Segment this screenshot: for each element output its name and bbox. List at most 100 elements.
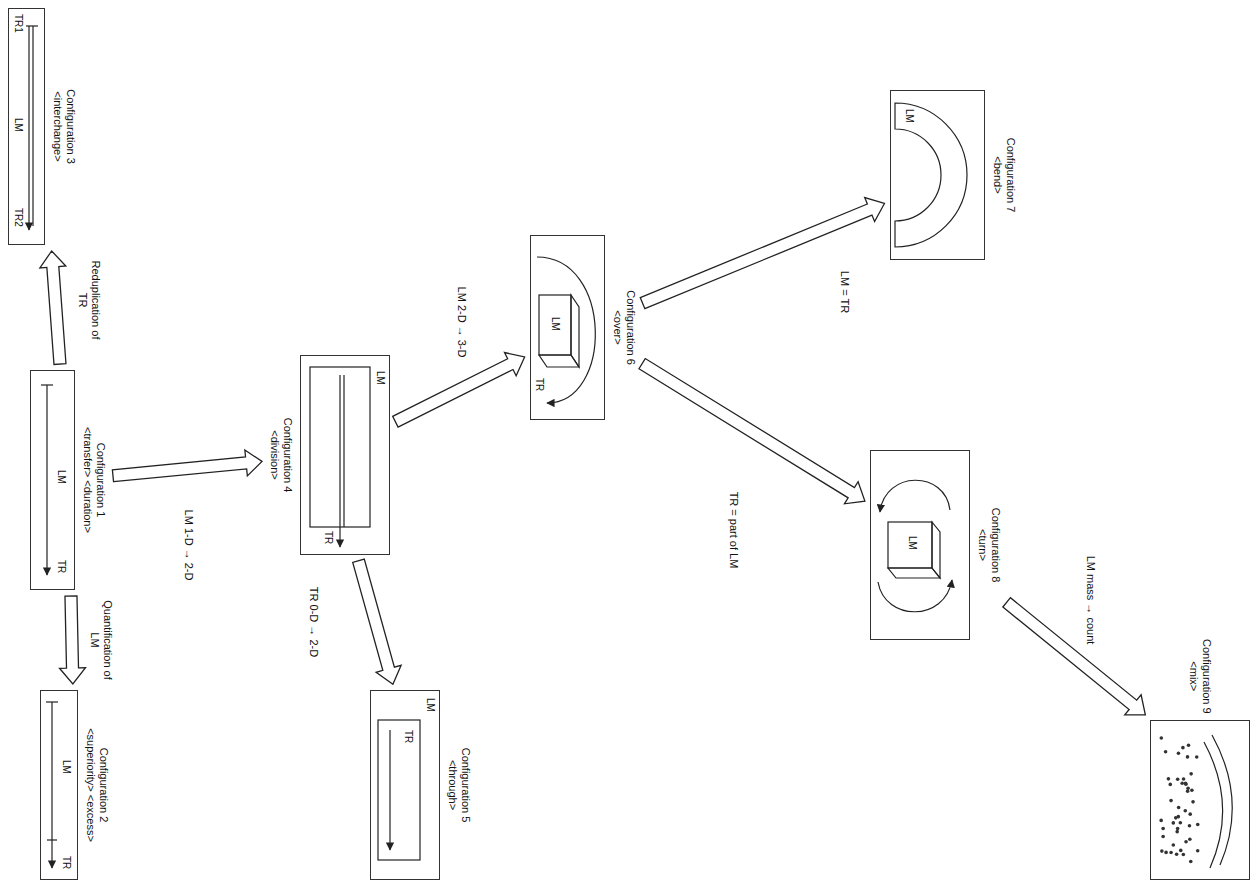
configuration-tag: <turn>	[976, 508, 989, 583]
figure-stroke	[1188, 837, 1192, 841]
configuration-caption: Configuration 1<transfer> <duration>	[81, 427, 107, 533]
derivation-arrow	[112, 450, 262, 482]
figure-stroke	[1176, 777, 1180, 781]
figure-stroke	[1196, 823, 1200, 827]
configuration-tag: <superiority> <excess>	[84, 728, 97, 842]
configuration-node: Configuration 9<mix>	[1150, 639, 1250, 880]
derivation-arrow	[40, 251, 66, 364]
arrow-label: Quantification of LM	[87, 589, 115, 691]
figure-stroke	[1177, 751, 1181, 755]
division-figure	[310, 367, 370, 547]
figure-stroke	[51, 702, 52, 868]
figure-stroke	[878, 580, 952, 612]
arrow-label: TR 0-D → 2-D	[307, 584, 322, 660]
figure-stroke	[895, 103, 967, 247]
figure-stroke	[343, 375, 344, 527]
arrow-label: LM = TR	[838, 268, 853, 316]
interchange-figure	[26, 26, 38, 230]
figure-stroke	[1167, 777, 1171, 781]
configuration-node: Configuration 6<over>	[530, 235, 637, 420]
configuration-frame	[1150, 720, 1250, 880]
configuration-frame	[300, 355, 390, 555]
figure-stroke	[41, 384, 53, 385]
figure-stroke	[46, 701, 58, 702]
figure-stroke	[1168, 783, 1172, 787]
figure-stroke	[1196, 849, 1200, 853]
figure-stroke	[537, 257, 595, 403]
figure-stroke	[1186, 755, 1190, 759]
figure-stroke	[1171, 821, 1175, 825]
figure-stroke	[1182, 853, 1186, 857]
figure-label: TR	[533, 378, 545, 391]
configuration-caption: Configuration 2<superiority> <excess>	[84, 728, 110, 842]
figure-stroke	[1184, 782, 1188, 786]
figure-stroke	[1191, 800, 1195, 804]
configuration-caption: Configuration 3<interchange>	[51, 89, 77, 164]
figure-label: LM	[60, 760, 72, 774]
configuration-tag: <bend>	[991, 138, 1004, 213]
configuration-title: Configuration 5	[459, 748, 472, 823]
figure-stroke	[1160, 736, 1164, 740]
figure-stroke	[1169, 799, 1173, 803]
figure-stroke	[1177, 806, 1181, 810]
figure-stroke	[1164, 750, 1168, 754]
figure-stroke	[888, 522, 932, 568]
arrow-label: LM 1-D → 2-D	[182, 507, 197, 584]
figure-stroke	[1195, 755, 1199, 759]
figure-stroke	[378, 720, 420, 860]
excess-figure	[46, 702, 58, 868]
figure-label: TR	[60, 856, 72, 869]
mix-figure	[1159, 735, 1232, 868]
turn-figure	[878, 480, 952, 612]
figure-stroke	[1182, 777, 1186, 781]
figure-stroke	[1204, 742, 1223, 868]
arrow-label: LM mass → count	[1084, 553, 1099, 648]
configuration-title: Configuration 7	[1004, 138, 1017, 213]
configuration-caption: Configuration 8<turn>	[976, 508, 1002, 583]
figure-stroke	[1179, 849, 1183, 853]
figure-stroke	[1177, 815, 1181, 819]
figure-stroke	[1160, 849, 1164, 853]
figure-label: LM	[374, 371, 386, 385]
figure-label: TR	[322, 531, 334, 544]
figure-label: TR	[55, 560, 67, 573]
arrow-label: Reduplication of TR	[75, 249, 103, 351]
configuration-title: Configuration 2	[97, 728, 110, 842]
figure-stroke	[1189, 860, 1193, 864]
figure-stroke	[1159, 819, 1163, 823]
mass-dots	[1159, 736, 1199, 863]
figure-stroke	[888, 568, 940, 578]
configuration-tag: <division>	[268, 418, 281, 493]
figure-stroke	[1187, 743, 1191, 747]
configuration-frame	[370, 690, 440, 880]
arrow-label: TR = part of LM	[727, 489, 742, 572]
figure-stroke	[1164, 851, 1168, 855]
derivation-arrow	[353, 559, 401, 684]
configuration-title: Configuration 9	[1200, 639, 1213, 714]
configuration-frame	[870, 450, 970, 640]
figure-stroke	[1190, 788, 1194, 792]
figure-stroke	[26, 25, 38, 26]
configuration-title: Configuration 3	[64, 89, 77, 164]
figure-label: LM	[12, 118, 24, 132]
figure-stroke	[47, 839, 57, 840]
configuration-frame	[30, 370, 75, 590]
configuration-node: Configuration 2<superiority> <excess>	[40, 690, 110, 880]
figure-stroke	[1161, 827, 1165, 831]
bend-figure	[895, 103, 967, 247]
through-figure	[378, 720, 420, 860]
figure-stroke	[26, 26, 1232, 868]
configuration-frame	[530, 235, 605, 420]
figure-stroke	[1183, 809, 1187, 813]
arrow-label: LM 2-D → 3-D	[455, 284, 470, 361]
configuration-caption: Configuration 7<bend>	[991, 138, 1017, 213]
figure-stroke	[1169, 851, 1173, 855]
configuration-caption: Configuration 9<mix>	[1187, 639, 1213, 714]
configuration-node: Configuration 8<turn>	[870, 450, 1002, 640]
configuration-caption: Configuration 4<division>	[268, 418, 294, 493]
